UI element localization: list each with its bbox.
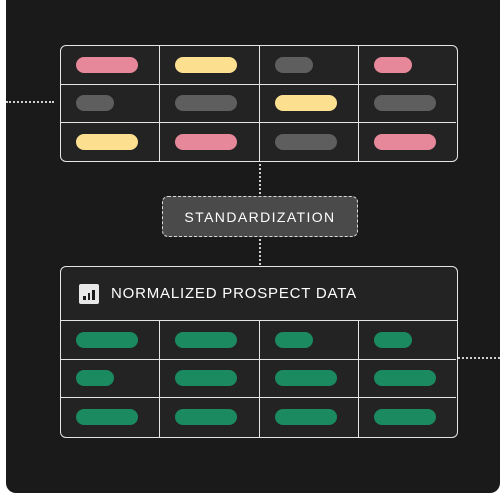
normalized-table-title: NORMALIZED PROSPECT DATA xyxy=(111,285,357,302)
normalized-cell xyxy=(359,398,456,437)
normalized-value-pill xyxy=(76,409,138,426)
normalized-value-pill xyxy=(76,370,114,387)
normalized-value-pill xyxy=(175,370,237,387)
output-connector xyxy=(458,357,500,359)
connector-standardization-to-normalized xyxy=(259,239,261,265)
normalized-value-pill xyxy=(374,409,436,426)
raw-cell xyxy=(359,123,456,161)
raw-cell xyxy=(160,46,260,85)
normalized-cell xyxy=(61,398,160,437)
raw-cell xyxy=(160,123,260,161)
normalized-cell xyxy=(160,359,260,398)
normalized-cell xyxy=(160,321,260,360)
normalized-cell xyxy=(260,359,359,398)
normalized-value-pill xyxy=(275,331,313,348)
normalized-cell xyxy=(160,398,260,437)
normalized-value-pill xyxy=(275,370,337,387)
raw-value-pill xyxy=(275,95,337,112)
raw-cell xyxy=(260,123,359,161)
raw-cell xyxy=(61,123,160,161)
bar-chart-icon xyxy=(79,283,99,304)
normalized-value-pill xyxy=(275,409,337,426)
raw-value-pill xyxy=(374,56,412,73)
raw-value-pill xyxy=(175,95,237,112)
raw-cell xyxy=(260,84,359,123)
normalized-value-pill xyxy=(374,331,412,348)
raw-value-pill xyxy=(76,95,114,112)
raw-cell xyxy=(260,46,359,85)
raw-cell xyxy=(61,46,160,85)
normalized-cell xyxy=(61,321,160,360)
raw-value-pill xyxy=(374,134,436,151)
raw-value-pill xyxy=(76,56,138,73)
raw-value-pill xyxy=(374,95,436,112)
normalized-cell xyxy=(260,398,359,437)
normalized-table-header: NORMALIZED PROSPECT DATA xyxy=(61,267,457,321)
normalized-value-pill xyxy=(175,409,237,426)
normalized-data-grid xyxy=(61,321,457,437)
raw-cell xyxy=(61,84,160,123)
raw-value-pill xyxy=(175,56,237,73)
raw-value-pill xyxy=(76,134,138,151)
input-connector xyxy=(6,101,54,103)
normalized-cell xyxy=(61,359,160,398)
standardization-step: STANDARDIZATION xyxy=(162,196,358,237)
diagram-canvas: STANDARDIZATION NORMALIZED PROSPECT DATA xyxy=(6,0,500,493)
normalized-value-pill xyxy=(76,331,138,348)
raw-data-grid xyxy=(61,46,457,161)
normalized-value-pill xyxy=(175,331,237,348)
normalized-value-pill xyxy=(374,370,436,387)
normalized-data-table: NORMALIZED PROSPECT DATA xyxy=(60,266,458,438)
raw-data-table xyxy=(60,45,458,162)
raw-value-pill xyxy=(275,56,313,73)
normalized-cell xyxy=(359,321,456,360)
normalized-cell xyxy=(260,321,359,360)
standardization-label: STANDARDIZATION xyxy=(184,208,336,225)
raw-value-pill xyxy=(175,134,237,151)
raw-cell xyxy=(359,85,456,123)
normalized-cell xyxy=(359,360,456,398)
connector-raw-to-standardization xyxy=(259,164,261,194)
raw-cell xyxy=(359,46,456,85)
raw-value-pill xyxy=(275,134,337,151)
raw-cell xyxy=(160,84,260,123)
